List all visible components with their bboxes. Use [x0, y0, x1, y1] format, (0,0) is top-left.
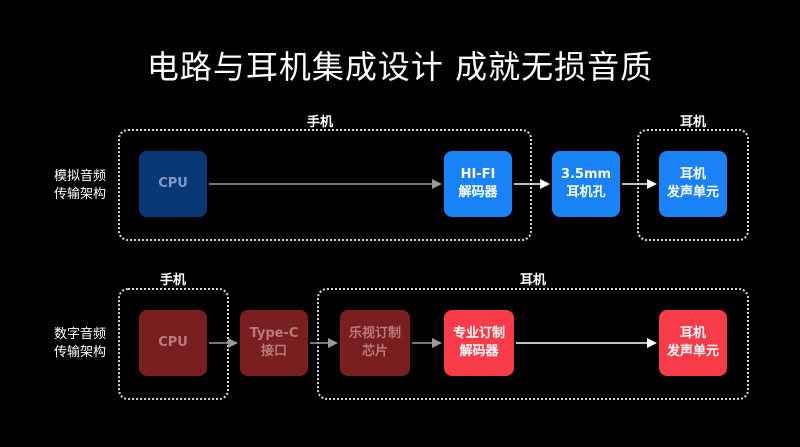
row-label-analog: 模拟音频 传输架构: [40, 168, 120, 204]
analog-hifi-decoder-node: HI-FI 解码器: [444, 151, 512, 217]
digital-cpu-node: CPU: [139, 310, 207, 376]
group-label-analog-phone: 手机: [306, 115, 333, 130]
page-title: 电路与耳机集成设计 成就无损音质: [146, 48, 654, 86]
group-label-analog-earphone: 耳机: [679, 115, 706, 130]
group-label-digital-phone: 手机: [159, 273, 186, 288]
digital-typec-node: Type-C 接口: [240, 310, 308, 376]
group-analog-phone: [118, 129, 532, 241]
row-label-analog-line1: 模拟音频: [53, 169, 106, 184]
row-label-digital-line1: 数字音频: [53, 327, 106, 342]
analog-jack-node: 3.5mm 耳机孔: [552, 151, 620, 217]
group-label-digital-earphone: 耳机: [519, 273, 546, 288]
digital-chip-node: 乐视订制 芯片: [340, 310, 410, 376]
row-label-analog-line2: 传输架构: [53, 187, 106, 202]
digital-driver-node: 耳机 发声单元: [659, 310, 727, 376]
group-analog-earphone: [637, 129, 749, 241]
analog-driver-node: 耳机 发声单元: [659, 151, 727, 217]
row-label-digital: 数字音频 传输架构: [40, 326, 120, 362]
row-label-digital-line2: 传输架构: [53, 345, 106, 360]
group-digital-earphone: [317, 288, 749, 400]
digital-decoder-node: 专业订制 解码器: [444, 310, 514, 376]
analog-cpu-node: CPU: [139, 151, 207, 217]
